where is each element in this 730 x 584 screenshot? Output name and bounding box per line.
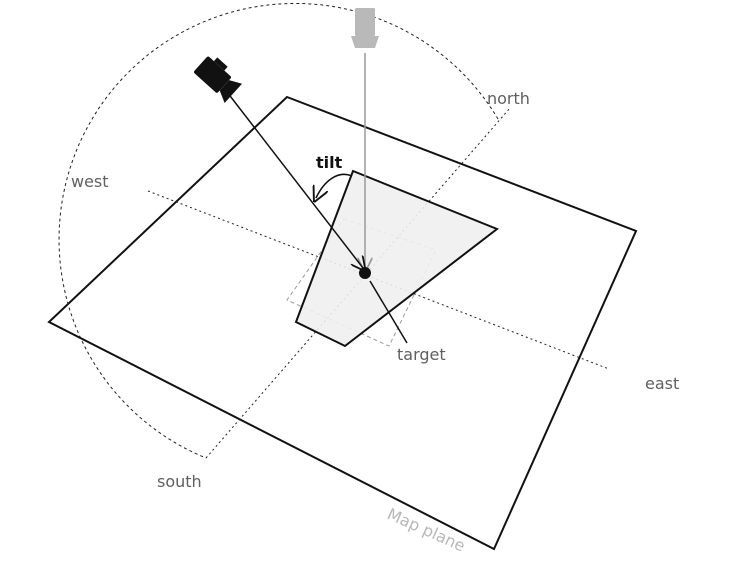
target-label: target: [397, 345, 446, 364]
tilted-camera-ray: [226, 91, 363, 268]
compass-circle: [58, 2, 499, 459]
target-point: [359, 267, 371, 279]
target-pointer: [369, 280, 408, 344]
camera-icon: [194, 56, 243, 104]
tilt-label: tilt: [316, 153, 343, 172]
east-west-axis: [147, 190, 610, 370]
map-plane: [47, 95, 638, 551]
tilted-footprint: [294, 169, 499, 348]
north-label: north: [487, 89, 530, 108]
west-label: west: [71, 172, 109, 191]
east-label: east: [645, 374, 679, 393]
tilt-arc: [316, 173, 353, 198]
camera-icon: [351, 8, 379, 48]
south-label: south: [157, 472, 202, 491]
